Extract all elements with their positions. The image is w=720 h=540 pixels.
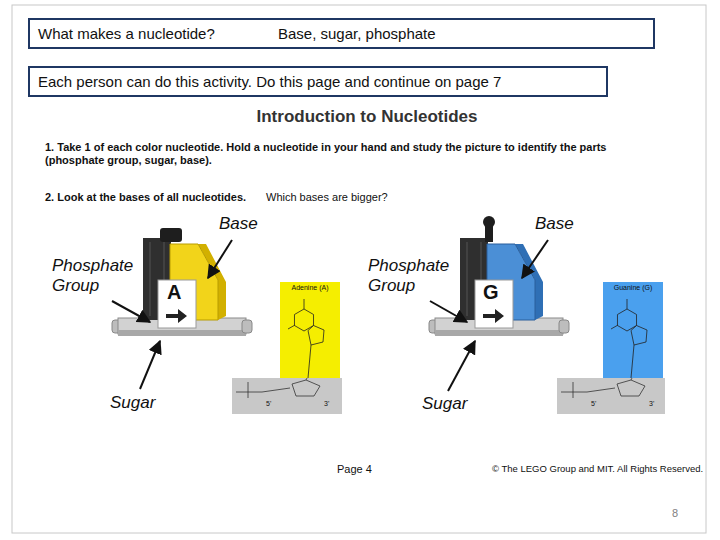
part-label: Base bbox=[219, 214, 258, 234]
bond-line bbox=[627, 299, 628, 309]
ring-structure bbox=[603, 282, 663, 378]
leader-arrows bbox=[112, 240, 548, 391]
bond-line bbox=[631, 326, 647, 346]
part-label: Sugar bbox=[110, 393, 155, 413]
base-structure-panel: Guanine (G) bbox=[603, 282, 663, 378]
base-structure-panel: Adenine (A) bbox=[280, 282, 340, 378]
box-text: Base, sugar, phosphate bbox=[278, 25, 436, 42]
base-name: Adenine (A) bbox=[282, 284, 338, 291]
bond-line bbox=[308, 326, 324, 346]
copyright-note: © The LEGO Group and MIT. All Rights Res… bbox=[492, 464, 703, 475]
part-label: Phosphate Group bbox=[52, 256, 144, 295]
guanine-brick bbox=[429, 216, 569, 336]
question-box: What makes a nucleotide?Base, sugar, pho… bbox=[28, 18, 655, 49]
part-label: Base bbox=[535, 214, 574, 234]
adenine-brick bbox=[112, 228, 252, 336]
base-name: Guanine (G) bbox=[605, 284, 661, 291]
bond-line bbox=[288, 325, 295, 329]
instruction-box: Each person can do this activity. Do thi… bbox=[28, 66, 608, 97]
part-label: Phosphate Group bbox=[368, 256, 460, 295]
bond-line bbox=[631, 345, 634, 378]
ring-structure bbox=[280, 282, 340, 378]
instruction-step: 2. Look at the bases of all nucleotides. bbox=[45, 191, 246, 204]
page-title: Introduction to Nucleotides bbox=[180, 107, 554, 127]
carbon-number: 3' bbox=[649, 400, 654, 408]
slide-number: 8 bbox=[672, 507, 678, 520]
part-label: Sugar bbox=[422, 394, 467, 414]
bond-line bbox=[304, 299, 305, 309]
box-text: What makes a nucleotide? bbox=[38, 25, 278, 42]
bond-line bbox=[308, 345, 311, 378]
page-number: Page 4 bbox=[337, 463, 372, 476]
slide-frame bbox=[12, 5, 706, 533]
sugar-phosphate-structure bbox=[232, 378, 665, 414]
carbon-number: 5' bbox=[266, 400, 271, 408]
instruction-step: 1. Take 1 of each color nucleotide. Hold… bbox=[45, 141, 660, 166]
carbon-number: 5' bbox=[591, 400, 596, 408]
carbon-number: 3' bbox=[324, 400, 329, 408]
question-text: Which bases are bigger? bbox=[266, 191, 388, 204]
bond-line bbox=[611, 325, 618, 329]
base-letter: A bbox=[167, 281, 181, 304]
base-letter: G bbox=[483, 281, 499, 304]
box-text: Each person can do this activity. Do thi… bbox=[38, 73, 501, 90]
